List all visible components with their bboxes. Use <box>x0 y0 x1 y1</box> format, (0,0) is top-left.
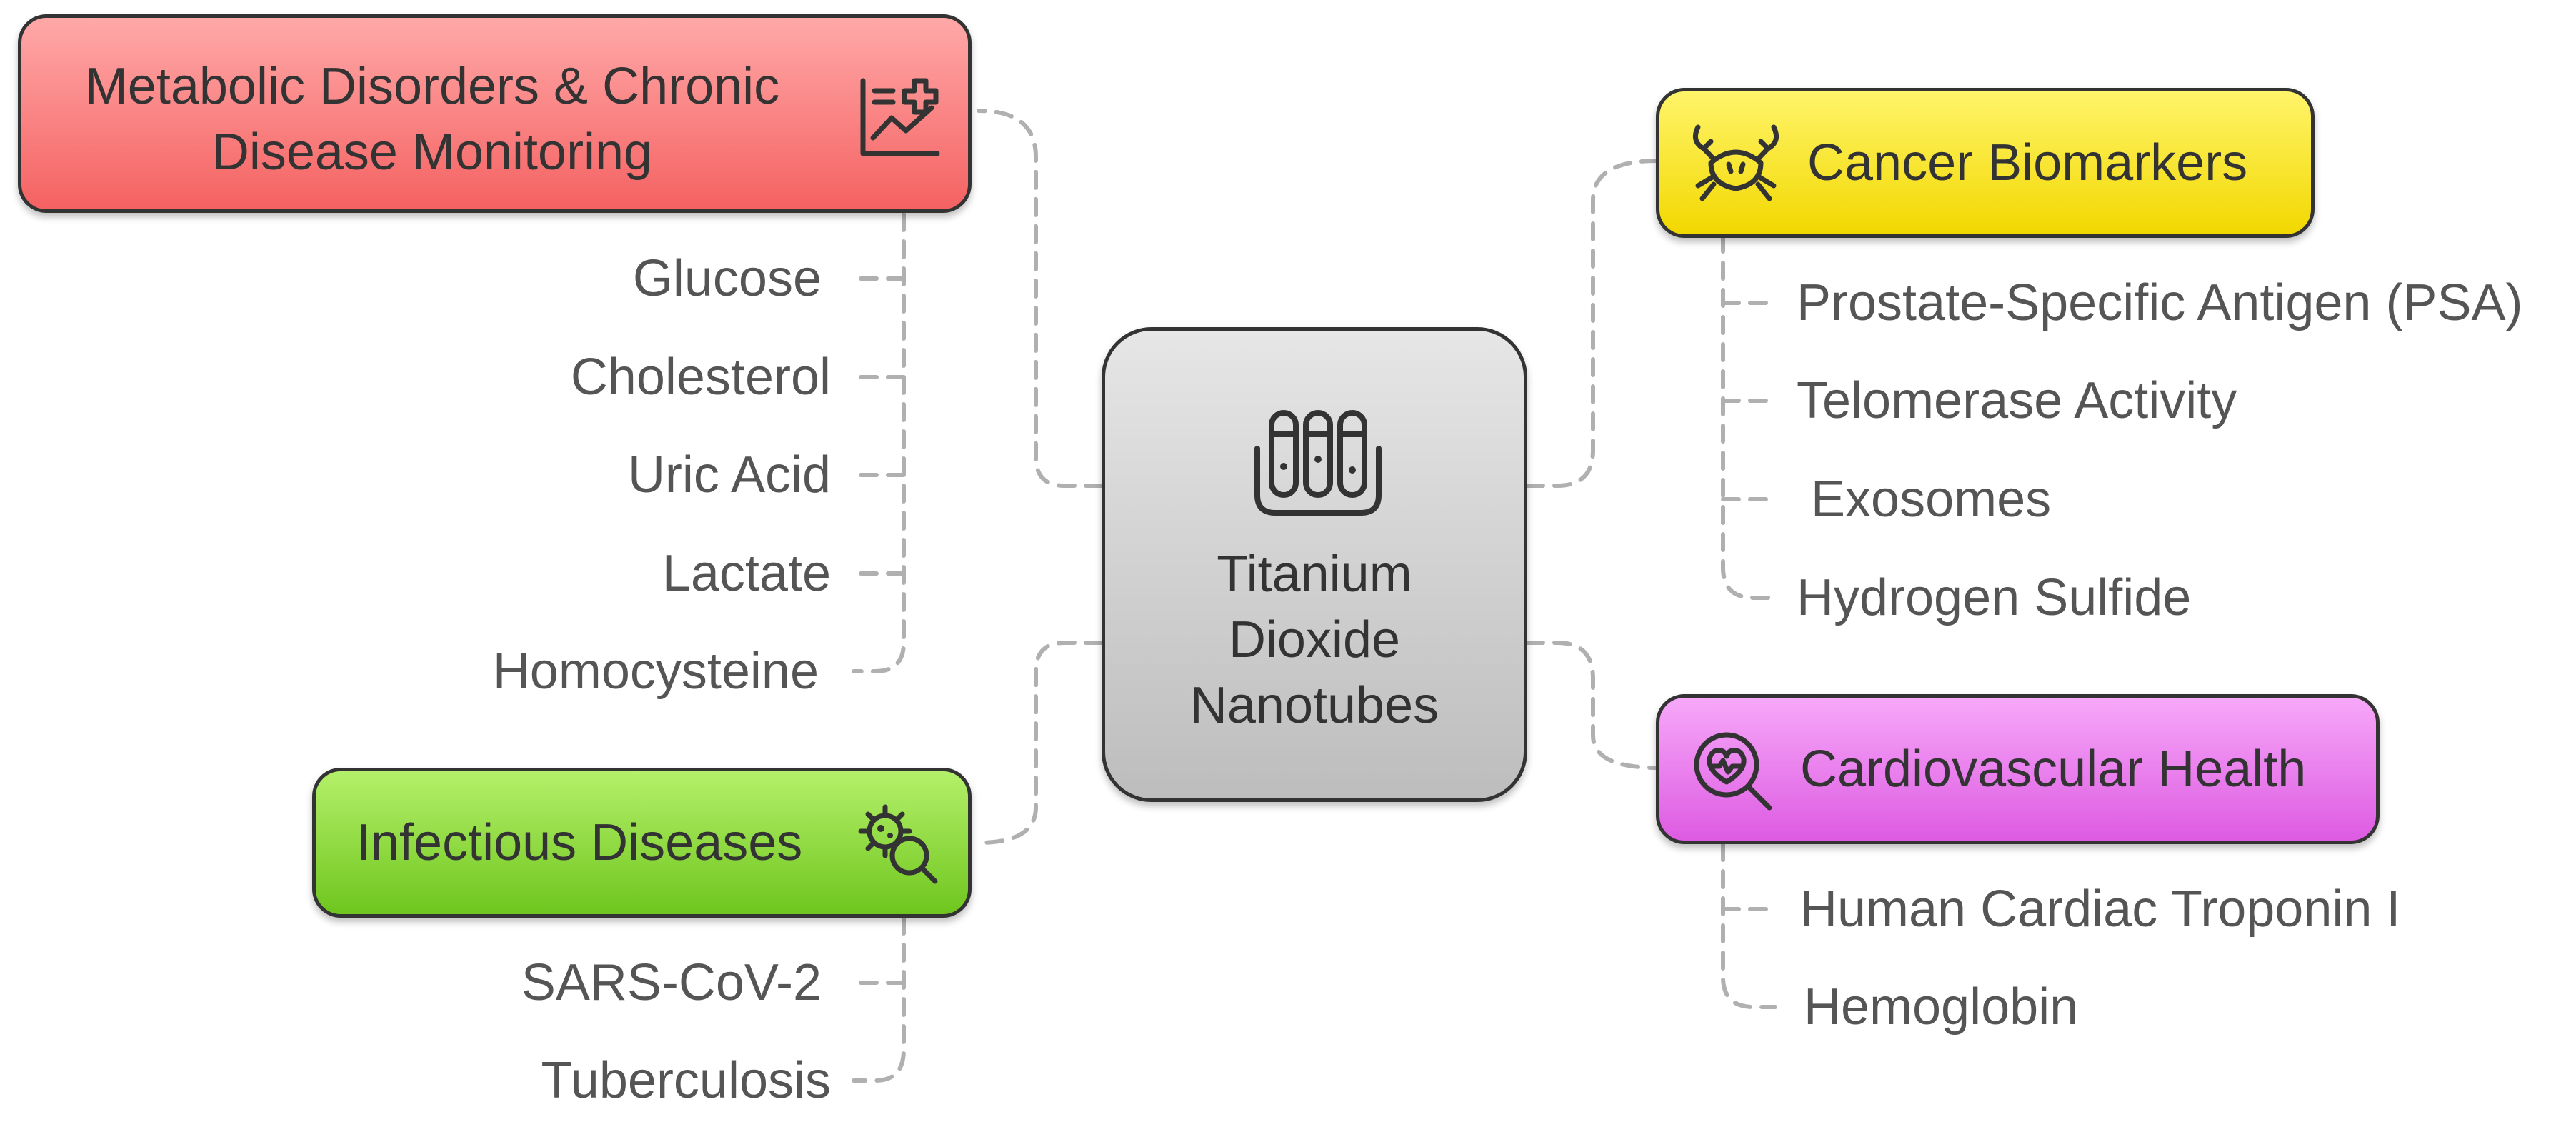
leaf-hydrogen-sulfide: Hydrogen Sulfide <box>1797 569 2192 626</box>
leaf-hemoglobin: Hemoglobin <box>1804 978 2079 1036</box>
branch-metabolic: Metabolic Disorders & Chronic Disease Mo… <box>18 14 972 213</box>
connector-infectious <box>977 641 1104 845</box>
leaf-exosomes: Exosomes <box>1797 471 2052 528</box>
branch-metabolic-title: Metabolic Disorders & Chronic Disease Mo… <box>84 58 780 181</box>
heart-search-icon <box>1694 732 1772 811</box>
leaf-telomerase: Telomerase Activity <box>1797 372 2237 429</box>
branch-cancer: Cancer Biomarkers <box>1656 88 2315 238</box>
leaf-sars-cov-2: SARS-CoV-2 <box>521 954 822 1011</box>
leaf-uric-acid: Uric Acid <box>627 446 831 504</box>
trunk-metabolic <box>852 212 906 673</box>
branch-infectious: Infectious Diseases <box>312 768 972 918</box>
trunk-infectious <box>852 916 906 1083</box>
center-title: Titanium Dioxide Nanotubes <box>1189 546 1439 734</box>
virus-search-icon <box>858 804 938 884</box>
trunk-cardio <box>1721 842 1777 1009</box>
test-tubes-icon <box>1254 410 1382 516</box>
branch-cardio: Cardiovascular Health <box>1656 694 2380 844</box>
leaf-lactate: Lactate <box>662 545 831 602</box>
connector-metabolic <box>977 109 1104 488</box>
branch-infectious-title: Infectious Diseases <box>356 814 803 871</box>
leaf-troponin: Human Cardiac Troponin I <box>1800 881 2401 938</box>
leaf-psa: Prostate-Specific Antigen (PSA) <box>1797 274 2523 331</box>
branch-cardio-title: Cardiovascular Health <box>1800 741 2307 798</box>
branch-cancer-title: Cancer Biomarkers <box>1807 134 2248 191</box>
leaf-homocysteine: Homocysteine <box>492 643 819 700</box>
connector-cancer <box>1525 159 1659 488</box>
connector-cardio <box>1525 641 1659 770</box>
center-node: Titanium Dioxide Nanotubes <box>1102 327 1527 802</box>
leaf-glucose: Glucose <box>632 250 822 307</box>
trunk-cancer <box>1721 234 1777 600</box>
chart-medical-icon <box>860 78 940 156</box>
leaf-cholesterol: Cholesterol <box>570 349 831 406</box>
crab-icon <box>1692 124 1779 201</box>
leaf-tuberculosis: Tuberculosis <box>541 1052 832 1109</box>
